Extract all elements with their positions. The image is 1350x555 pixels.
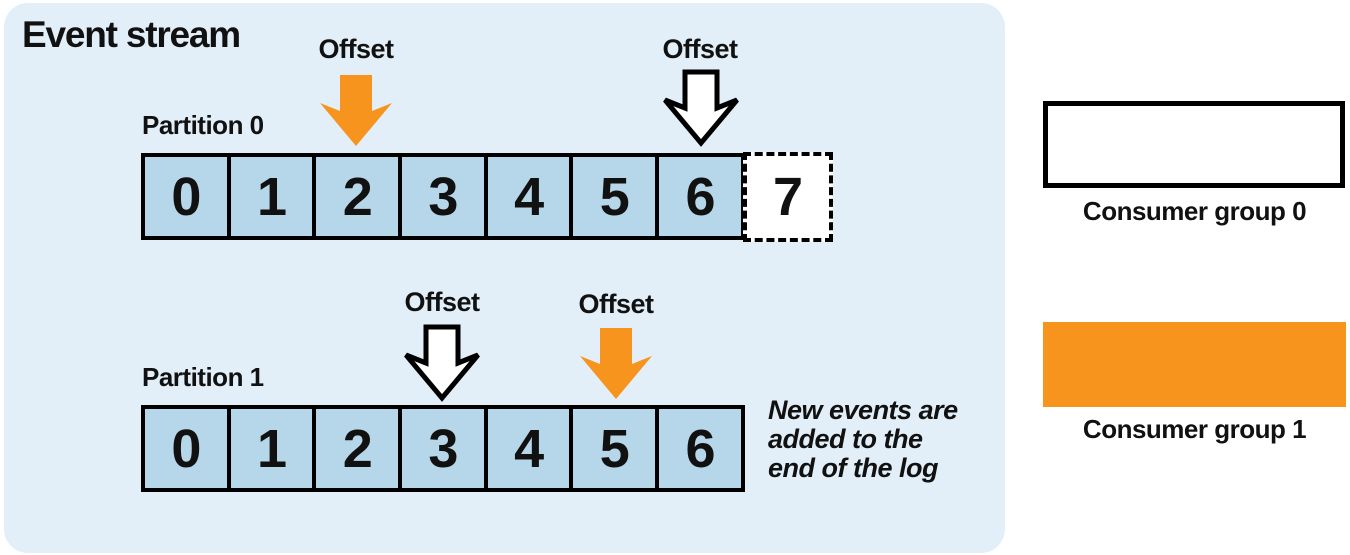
- note-line: added to the: [768, 424, 923, 454]
- offset-label: Offset: [404, 287, 480, 317]
- partition-0-cell: 5: [573, 157, 656, 236]
- partition-0-cell: 3: [402, 157, 484, 236]
- partition-0-cell: 4: [487, 157, 570, 236]
- partition-1-row: 0 1 2 3 4 5 6: [141, 405, 745, 492]
- partition-1-cell: 3: [402, 409, 484, 488]
- offset-down-arrow-outline-icon: [663, 69, 739, 147]
- partition-0-label: Partition 0: [142, 110, 264, 140]
- partition-0-cell: 0: [145, 157, 227, 236]
- partition-1-cell: 5: [573, 409, 656, 488]
- offset-down-arrow-filled-icon: [320, 75, 392, 146]
- partition-1-cell: 0: [145, 409, 227, 488]
- partition-0-row: 0 1 2 3 4 5 6: [141, 153, 745, 240]
- note-line: end of the log: [768, 453, 938, 483]
- offset-label: Offset: [318, 34, 394, 64]
- partition-0-cell: 2: [316, 157, 399, 236]
- partition-1-cell: 6: [659, 409, 741, 488]
- consumer-group-1-label: Consumer group 1: [1082, 414, 1307, 444]
- panel-title: Event stream: [22, 14, 241, 55]
- partition-1-cell: 1: [230, 409, 313, 488]
- consumer-group-0-swatch: [1043, 101, 1345, 188]
- offset-down-arrow-filled-icon: [580, 328, 652, 399]
- offset-down-arrow-outline-icon: [404, 324, 480, 402]
- consumer-group-0-label: Consumer group 0: [1082, 196, 1307, 226]
- new-events-note: New events are added to the end of the l…: [768, 396, 958, 483]
- offset-label: Offset: [578, 289, 654, 319]
- note-line: New events are: [768, 395, 958, 425]
- consumer-group-1-swatch: [1043, 322, 1346, 407]
- partition-0-next-event-cell: 7: [743, 152, 833, 242]
- partition-1-cell: 2: [316, 409, 399, 488]
- partition-1-cell: 4: [487, 409, 570, 488]
- partition-1-label: Partition 1: [142, 362, 264, 392]
- offset-label: Offset: [662, 34, 738, 64]
- partition-0-cell: 1: [230, 157, 313, 236]
- partition-0-cell: 6: [659, 157, 741, 236]
